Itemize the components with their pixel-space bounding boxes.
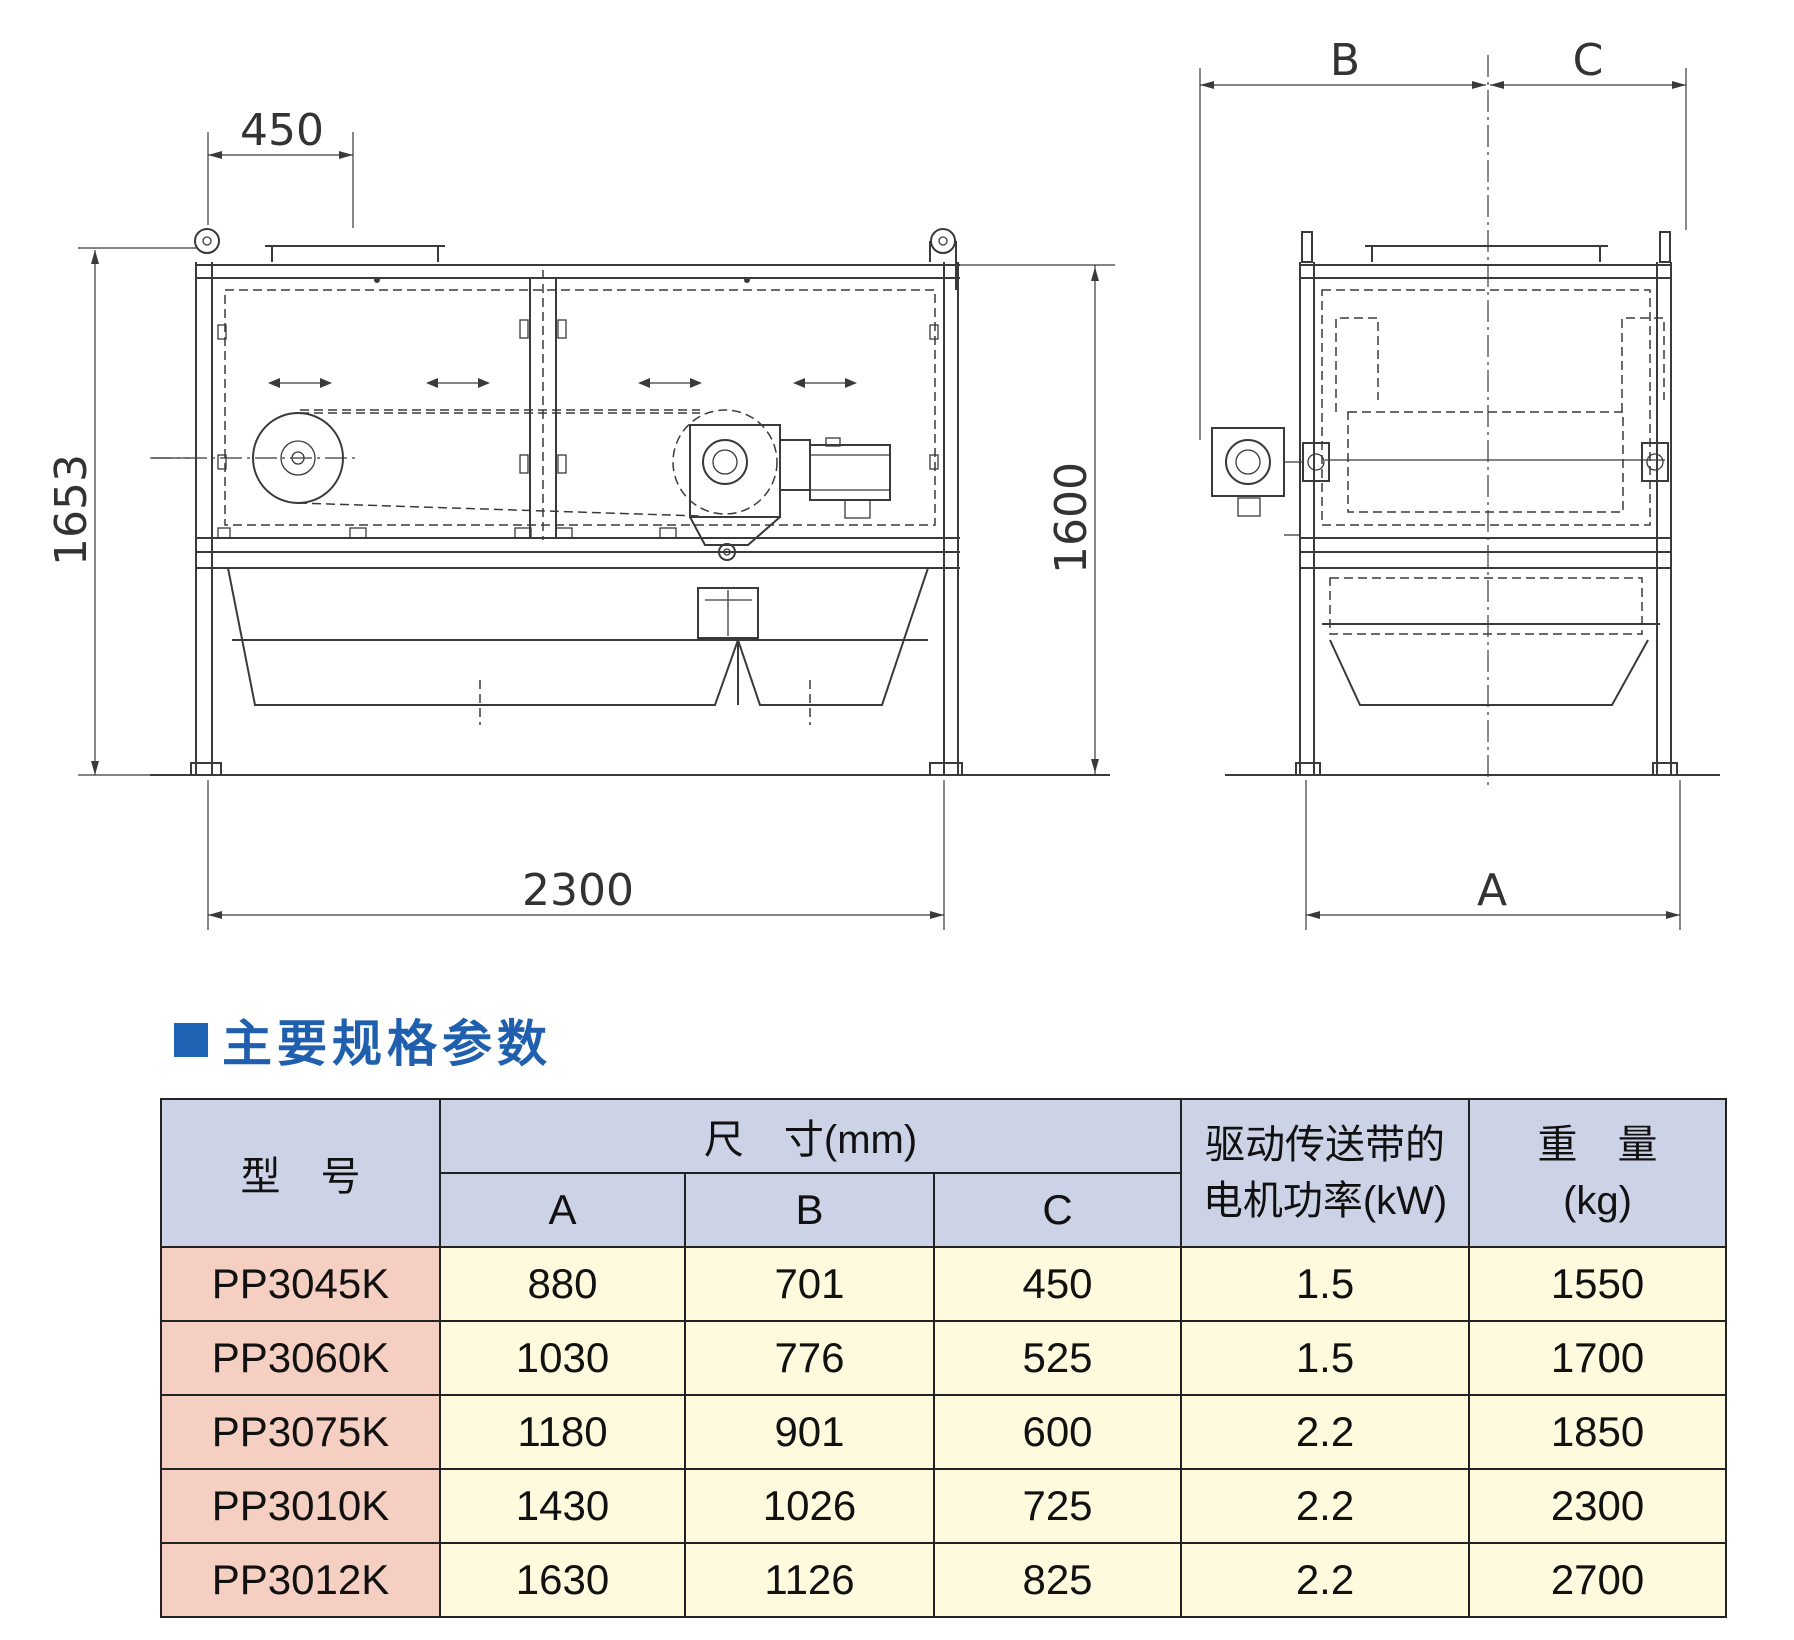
- cell-a: 1430: [439, 1468, 686, 1544]
- cell-a: 1630: [439, 1542, 686, 1618]
- dim-a-label: A: [1477, 865, 1507, 916]
- dim-c-label: C: [1573, 35, 1604, 86]
- dim-2300-label: 2300: [522, 865, 634, 916]
- cell-power: 2.2: [1180, 1542, 1471, 1618]
- cell-c: 450: [932, 1246, 1183, 1322]
- spec-table: 型 号 尺 寸(mm) 驱动传送带的 电机功率(kW) 重 量 (kg) A B…: [160, 1098, 1728, 1618]
- cell-weight: 2300: [1468, 1468, 1728, 1544]
- header-a: A: [439, 1172, 686, 1248]
- cell-c: 600: [932, 1394, 1183, 1470]
- dim-1600-label: 1600: [1046, 462, 1097, 574]
- header-weight-line2: (kg): [1563, 1179, 1632, 1223]
- cell-model: PP3012K: [160, 1542, 441, 1618]
- header-weight-line1: 重 量: [1537, 1123, 1658, 1167]
- cell-weight: 1700: [1468, 1320, 1728, 1396]
- dim-1653-label: 1653: [46, 454, 97, 566]
- cell-power: 1.5: [1180, 1320, 1471, 1396]
- front-view: 450 1653 1600 2300: [46, 105, 1115, 930]
- cell-b: 1126: [684, 1542, 935, 1618]
- section-title-text: 主要规格参数: [222, 1015, 552, 1073]
- cell-b: 776: [684, 1320, 935, 1396]
- cell-model: PP3010K: [160, 1468, 441, 1544]
- technical-drawing: 450 1653 1600 2300: [46, 35, 1720, 930]
- section-title: 主要规格参数: [174, 1010, 552, 1073]
- dim-b-label: B: [1330, 35, 1360, 86]
- cell-c: 825: [932, 1542, 1183, 1618]
- cell-power: 2.2: [1180, 1468, 1471, 1544]
- cell-weight: 1550: [1468, 1246, 1728, 1322]
- header-power-line1: 驱动传送带的: [1205, 1123, 1446, 1167]
- title-square-icon: [174, 1023, 208, 1057]
- side-view: B C A: [1199, 35, 1720, 930]
- header-power-line2: 电机功率(kW): [1202, 1179, 1448, 1223]
- header-weight: 重 量 (kg): [1468, 1098, 1728, 1248]
- cell-b: 901: [684, 1394, 935, 1470]
- header-model: 型 号: [160, 1098, 441, 1248]
- header-b: B: [684, 1172, 935, 1248]
- cell-b: 1026: [684, 1468, 935, 1544]
- cell-power: 2.2: [1180, 1394, 1471, 1470]
- cell-weight: 1850: [1468, 1394, 1728, 1470]
- cell-power: 1.5: [1180, 1246, 1471, 1322]
- cell-a: 1180: [439, 1394, 686, 1470]
- cell-model: PP3075K: [160, 1394, 441, 1470]
- cell-a: 880: [439, 1246, 686, 1322]
- cell-model: PP3060K: [160, 1320, 441, 1396]
- header-size: 尺 寸(mm): [438, 1098, 1183, 1174]
- cell-a: 1030: [439, 1320, 686, 1396]
- dim-450-label: 450: [240, 105, 324, 156]
- motion-arrows: [268, 378, 857, 388]
- cell-b: 701: [684, 1246, 935, 1322]
- cell-weight: 2700: [1468, 1542, 1728, 1618]
- header-c: C: [932, 1172, 1183, 1248]
- cell-c: 725: [932, 1468, 1183, 1544]
- cell-model: PP3045K: [160, 1246, 441, 1322]
- cell-c: 525: [932, 1320, 1183, 1396]
- header-power: 驱动传送带的 电机功率(kW): [1180, 1098, 1471, 1248]
